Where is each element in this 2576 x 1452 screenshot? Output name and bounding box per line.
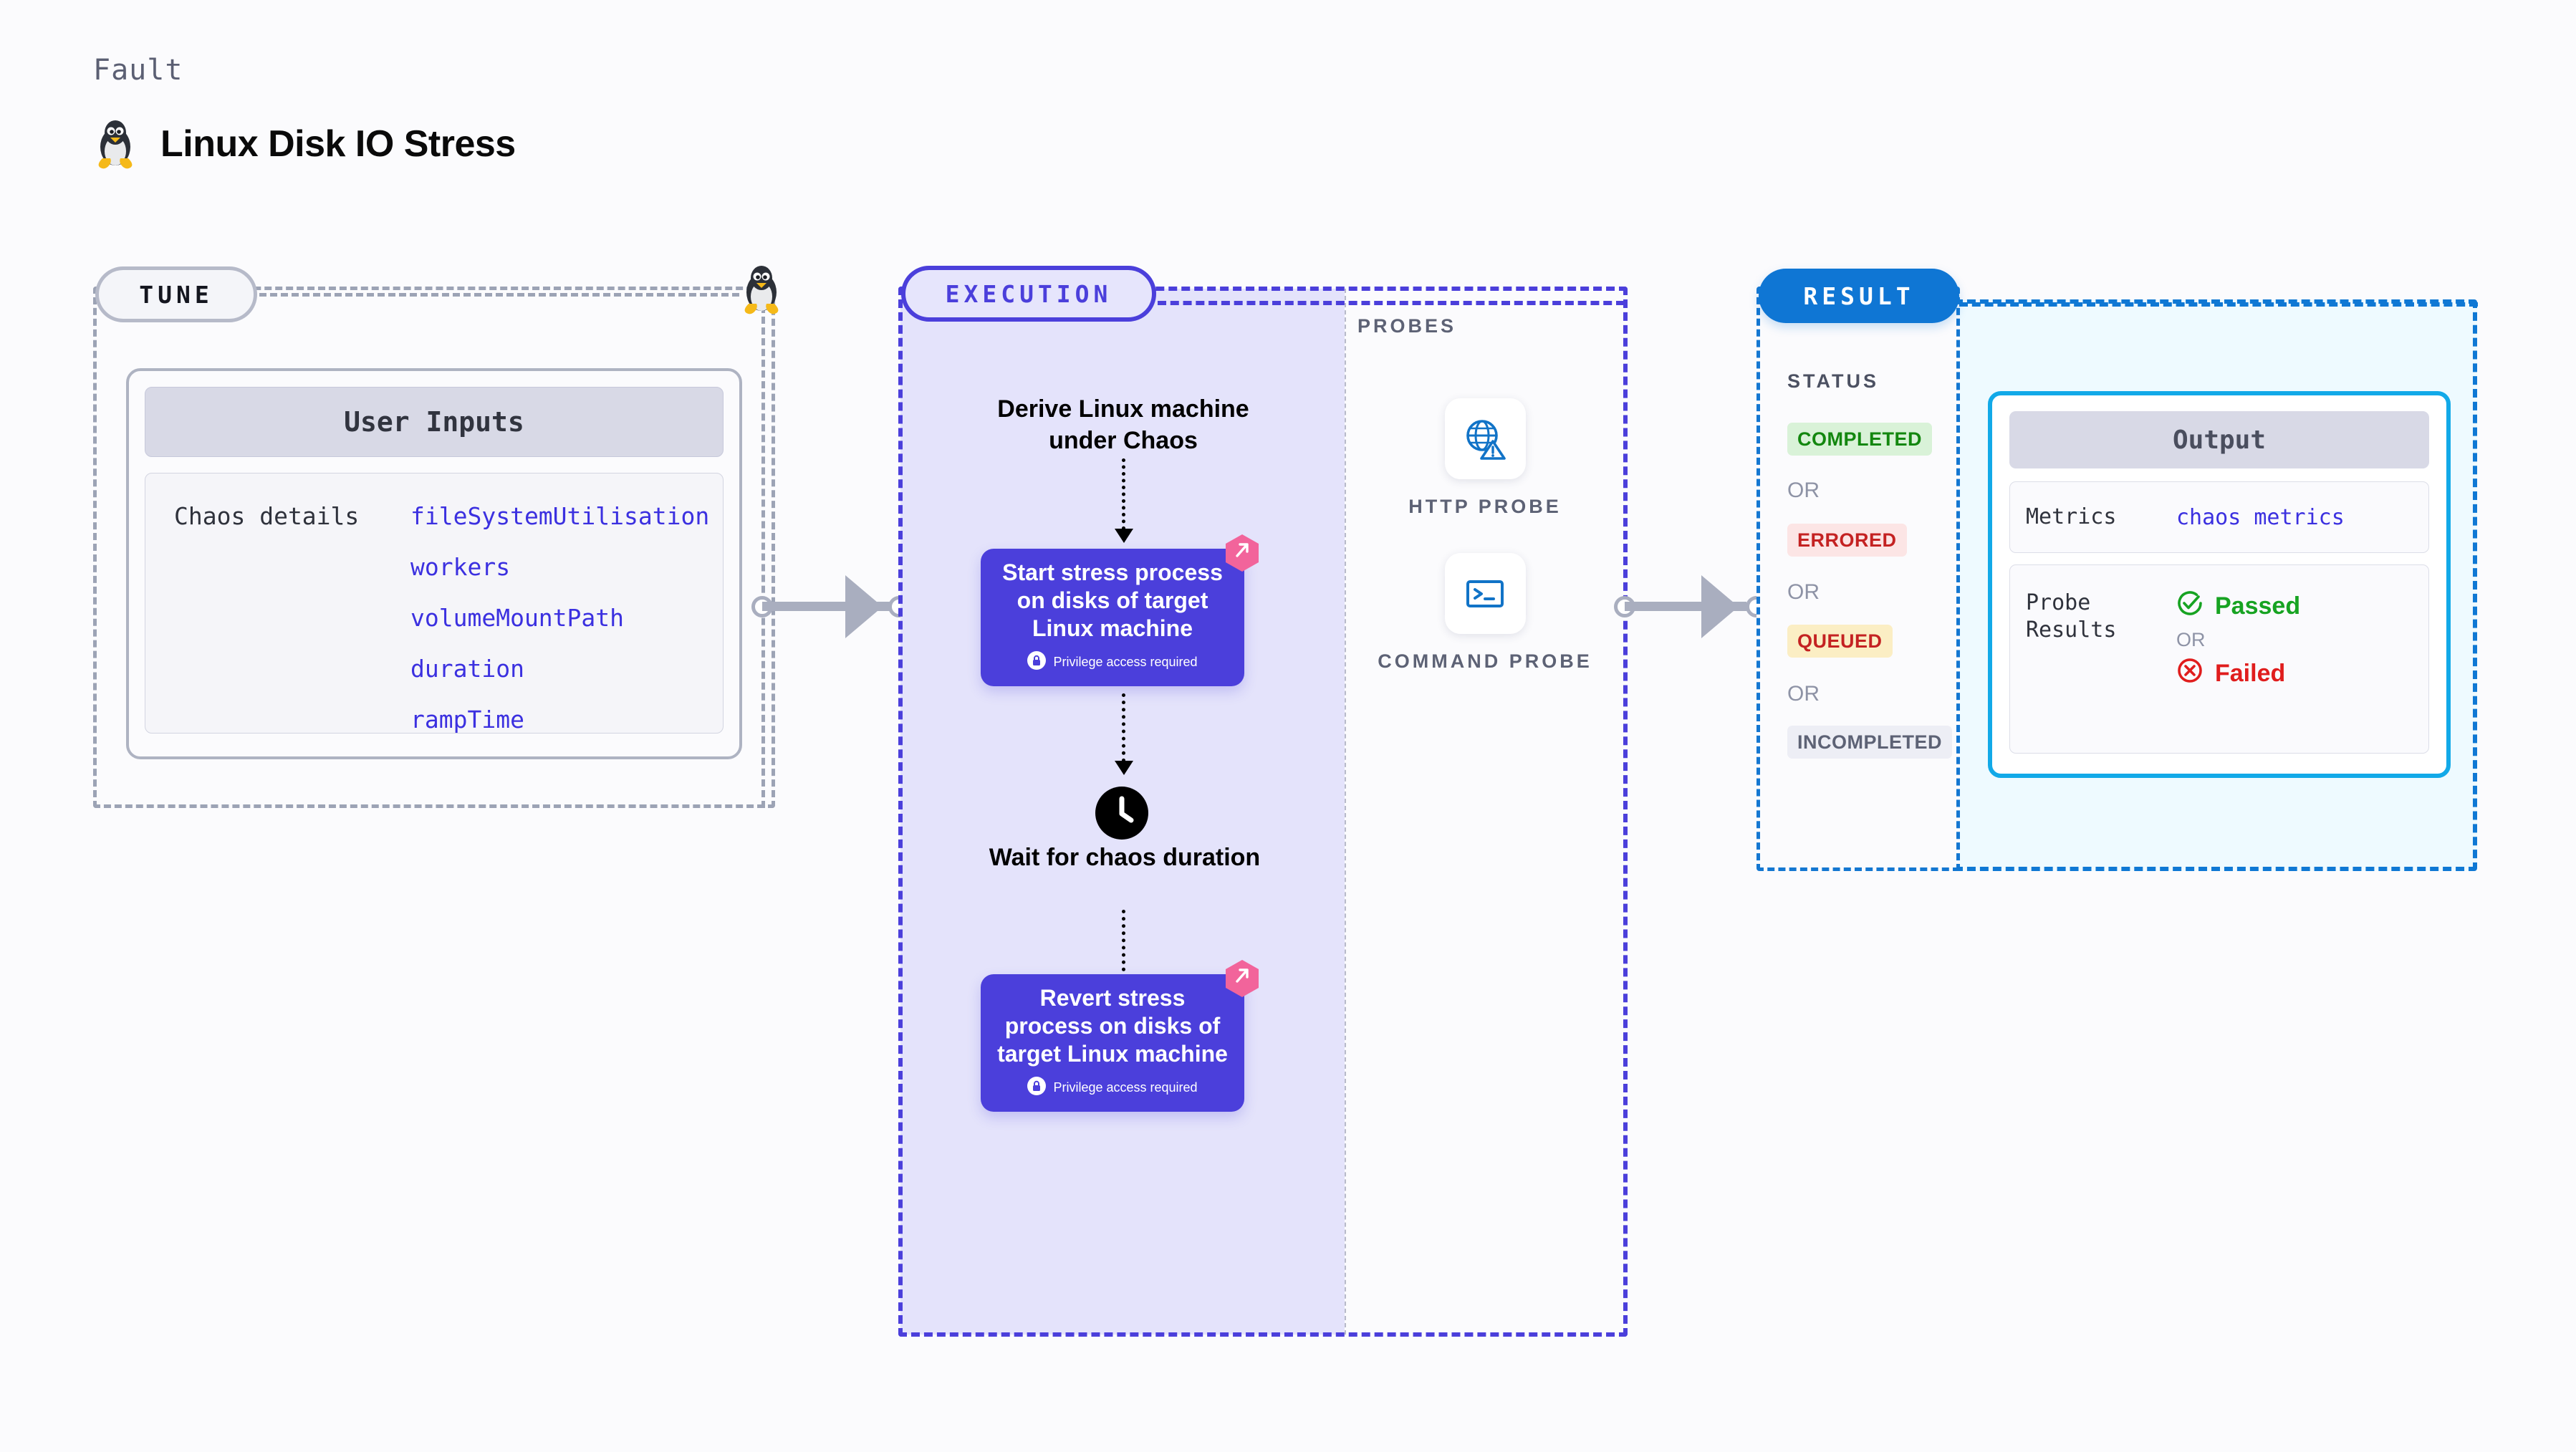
status-badge-queued: QUEUED xyxy=(1787,625,1893,658)
chaos-details-label: Chaos details xyxy=(174,502,360,530)
status-badge-completed: COMPLETED xyxy=(1787,423,1933,456)
tune-stage-pill[interactable]: TUNE xyxy=(95,266,257,322)
metrics-value-link[interactable]: chaos metrics xyxy=(2176,504,2345,530)
probe-item-http[interactable]: HTTP PROBE xyxy=(1378,398,1592,519)
user-inputs-card: User Inputs Chaos details fileSystemUtil… xyxy=(126,368,742,759)
lock-icon xyxy=(1027,1077,1047,1099)
page-subtitle: Fault xyxy=(93,54,183,87)
status-badge-errored: ERRORED xyxy=(1787,524,1907,557)
litmus-chaos-badge-icon xyxy=(1221,956,1263,1001)
flow-arrow-line xyxy=(1122,458,1125,530)
input-param-workers[interactable]: workers xyxy=(410,553,511,581)
revert-stress-node-title: Revert stress process on disks of target… xyxy=(997,984,1228,1067)
probe-verdict-failed-label: Failed xyxy=(2215,660,2286,687)
start-stress-node[interactable]: Start stress process on disks of target … xyxy=(981,534,1259,686)
start-stress-node-title: Start stress process on disks of target … xyxy=(1002,559,1223,642)
connector-arrowhead-icon xyxy=(1701,575,1739,638)
status-badge-incompleted: INCOMPLETED xyxy=(1787,726,1953,759)
wait-step-label: Wait for chaos duration xyxy=(989,844,1261,871)
probes-section-label: PROBES xyxy=(1357,315,1457,337)
clock-icon xyxy=(1095,787,1148,843)
probes-divider xyxy=(1345,289,1346,1335)
output-card: Output Metrics chaos metrics Probe Resul… xyxy=(1988,391,2451,778)
input-param-volumemountpath[interactable]: volumeMountPath xyxy=(410,604,625,632)
result-status-section xyxy=(1756,287,1960,871)
execution-stage-pill[interactable]: EXECUTION xyxy=(901,266,1156,322)
probe-item-command[interactable]: COMMAND PROBE xyxy=(1378,553,1592,674)
output-card-title: Output xyxy=(2009,411,2429,468)
connector-arrowhead-icon xyxy=(845,575,883,638)
chaos-details-values: fileSystemUtilisation workers volumeMoun… xyxy=(410,502,710,734)
status-label: STATUS xyxy=(1787,370,1879,392)
flow-arrow-head-icon xyxy=(1115,529,1133,543)
x-circle-icon xyxy=(2176,657,2203,691)
tune-right-dashed-line xyxy=(761,295,765,808)
flow-arrow-head-icon xyxy=(1115,761,1133,775)
metrics-row: Metrics chaos metrics xyxy=(2009,481,2429,553)
privilege-note-text: Privilege access required xyxy=(1053,655,1198,670)
probe-results-key: Probe Results xyxy=(2026,590,2117,643)
flow-arrow-line xyxy=(1122,693,1125,762)
globe-warning-icon xyxy=(1444,398,1526,479)
terminal-icon xyxy=(1444,553,1526,634)
user-inputs-body: Chaos details fileSystemUtilisation work… xyxy=(145,473,724,734)
tune-top-dashed-line xyxy=(259,293,739,297)
probe-verdict-passed: Passed xyxy=(2176,590,2300,623)
privilege-note-text: Privilege access required xyxy=(1053,1080,1198,1095)
litmus-chaos-badge-icon xyxy=(1221,530,1263,575)
input-param-duration[interactable]: duration xyxy=(410,655,524,683)
metrics-key: Metrics xyxy=(2026,504,2117,530)
probe-verdict-passed-label: Passed xyxy=(2215,592,2301,620)
derive-step-label: Derive Linux machine under Chaos xyxy=(997,395,1249,455)
user-inputs-title: User Inputs xyxy=(145,387,724,457)
linux-penguin-icon xyxy=(93,118,138,170)
input-param-ramptime[interactable]: rampTime xyxy=(410,706,524,734)
result-stage-pill[interactable]: RESULT xyxy=(1759,269,1959,323)
execution-section xyxy=(898,287,1628,1337)
flow-arrow-line xyxy=(1122,910,1125,979)
status-or-3: OR xyxy=(1787,682,1820,706)
probe-verdict-or: OR xyxy=(2176,629,2206,650)
probe-caption-command: COMMAND PROBE xyxy=(1378,650,1592,672)
privilege-note: Privilege access required xyxy=(1027,1077,1198,1099)
lock-icon xyxy=(1027,651,1047,673)
status-or-1: OR xyxy=(1787,479,1820,502)
page-title-row: Linux Disk IO Stress xyxy=(93,118,516,170)
linux-penguin-icon xyxy=(739,264,784,319)
check-circle-icon xyxy=(2176,590,2203,623)
probe-caption-http: HTTP PROBE xyxy=(1408,496,1562,517)
privilege-note: Privilege access required xyxy=(1027,651,1198,673)
page-title: Linux Disk IO Stress xyxy=(160,123,516,165)
probe-results-row: Probe Results Passed OR xyxy=(2009,564,2429,754)
status-or-2: OR xyxy=(1787,580,1820,604)
tune-section xyxy=(93,287,775,808)
revert-stress-node[interactable]: Revert stress process on disks of target… xyxy=(981,960,1259,1112)
execution-top-dashed-line xyxy=(1158,301,1625,305)
probe-results-values: Passed OR Failed xyxy=(2176,590,2300,753)
probe-verdict-failed: Failed xyxy=(2176,657,2300,691)
result-top-dashed-line xyxy=(1959,302,2478,307)
input-param-filesystemutilisation[interactable]: fileSystemUtilisation xyxy=(410,502,710,530)
